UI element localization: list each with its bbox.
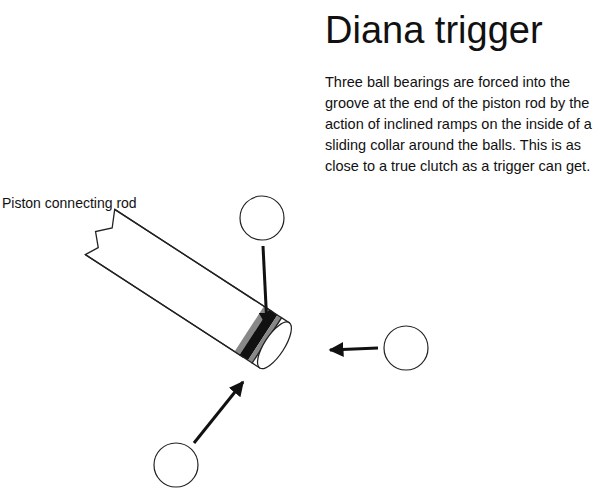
rod-end-face [251, 317, 297, 373]
ball-bearing [240, 196, 284, 240]
force-arrow [330, 348, 378, 350]
force-arrow [194, 382, 243, 443]
ball-bearing [154, 443, 198, 487]
force-arrow [263, 246, 267, 326]
part-label: Piston connecting rod [2, 194, 137, 212]
title: Diana trigger [325, 8, 543, 52]
ball-bearing [384, 326, 428, 370]
note: Three ball bearings are forced into the … [325, 72, 611, 177]
